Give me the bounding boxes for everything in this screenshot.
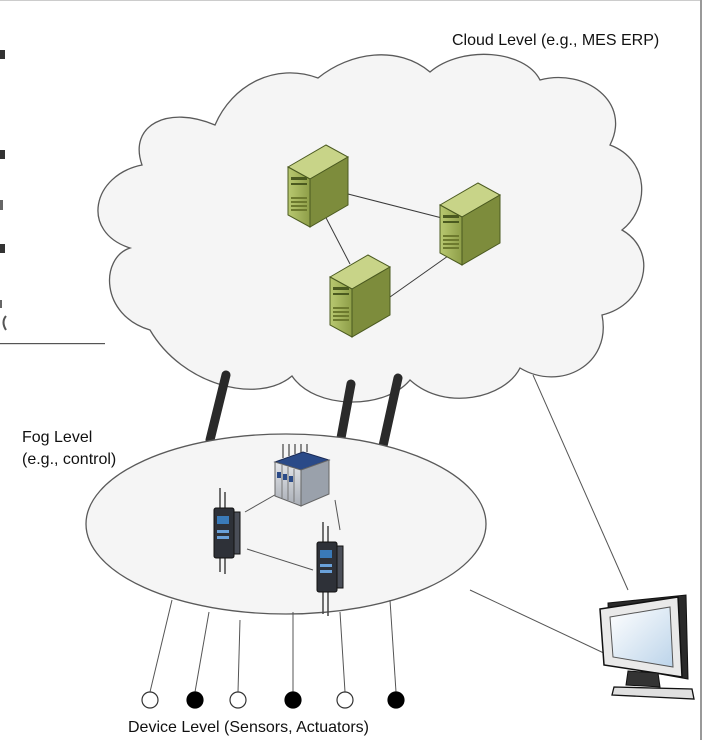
cloud-fog-links [205,370,403,451]
plc-rack-icon [273,444,331,507]
controller-icon [316,522,344,616]
fog-level-title: Fog Level [22,429,93,446]
server-icon [286,144,350,228]
fog-level-label: Fog Level (e.g., control) [22,427,116,471]
cloud-shape [97,53,645,403]
actuator-node-icon [387,691,405,709]
server-icon [328,254,392,338]
sensor-node-icon [141,691,159,709]
device-links [149,599,397,693]
cloud-monitor-link [532,374,629,591]
cloud-level-label: Cloud Level (e.g., MES ERP) [452,32,660,49]
actuator-node-icon [284,691,302,709]
fog-ellipse [85,433,487,615]
monitor-icon [599,594,695,700]
device-level-label: Device Level (Sensors, Actuators) [128,719,369,736]
server-icon [438,182,502,266]
controller-icon [213,488,241,574]
actuator-node-icon [186,691,204,709]
fog-links [244,491,341,571]
sensor-node-icon [336,691,354,709]
server-links [322,193,449,298]
fog-monitor-link [469,589,609,656]
sensor-node-icon [229,691,247,709]
fog-level-example: (e.g., control) [22,451,117,468]
